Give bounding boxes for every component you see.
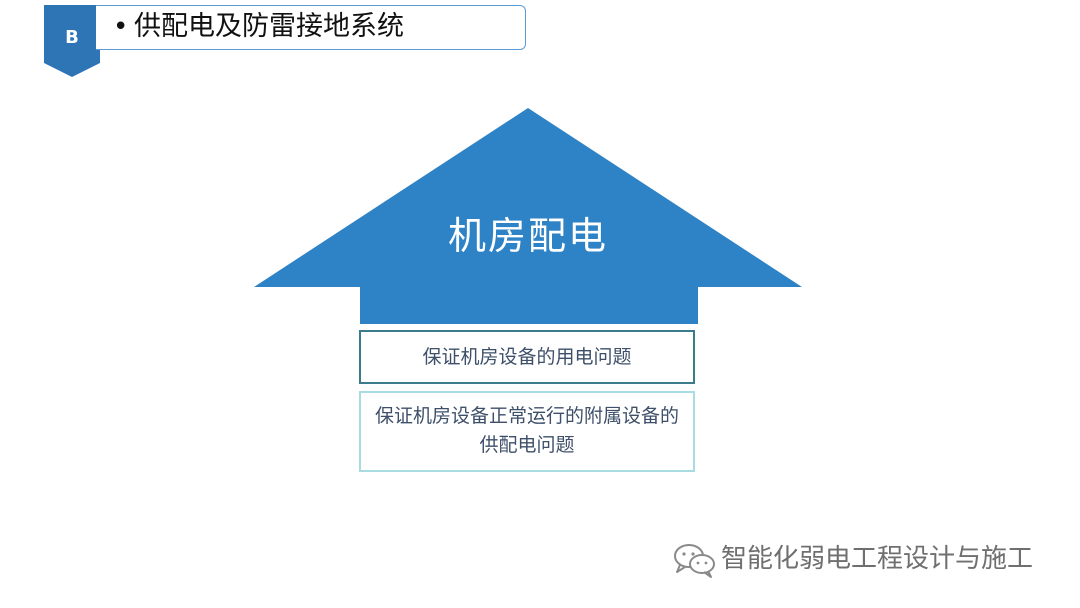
wechat-icon: [674, 544, 715, 578]
power-usage-box: 保证机房设备的用电问题: [359, 330, 695, 384]
title-bullet: •: [113, 12, 129, 42]
auxiliary-power-box: 保证机房设备正常运行的附属设备的供配电问题: [359, 391, 695, 472]
arrow-label: 机房配电: [447, 214, 608, 258]
section-badge: [44, 5, 100, 77]
title-box: [96, 5, 526, 50]
section-badge-letter: B: [65, 27, 79, 48]
page-title: 供配电及防雷接地系统: [134, 11, 404, 42]
watermark-text: 智能化弱电工程设计与施工: [721, 544, 1034, 574]
up-arrow-shape: [254, 108, 802, 324]
